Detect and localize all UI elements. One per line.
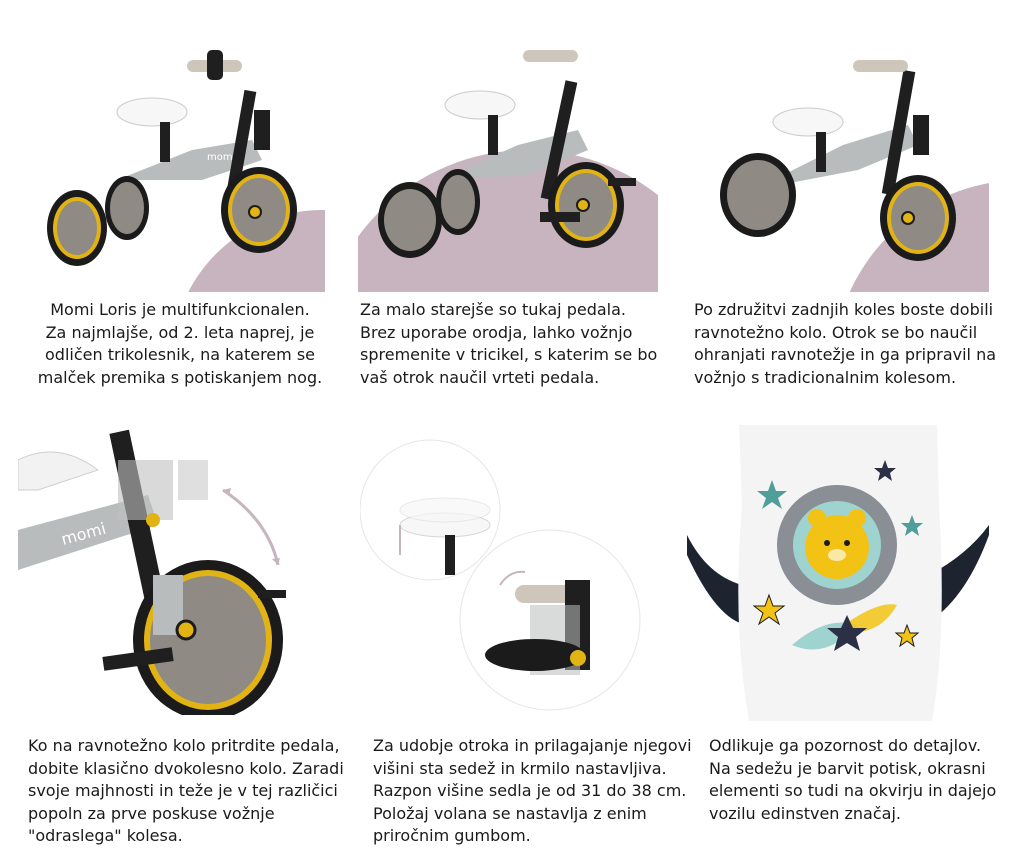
caption-pedal-tricycle: Za malo starejše so tukaj pedala. Brez u… — [360, 299, 660, 389]
caption-line: Momi Loris je multifunkcionalen. — [50, 300, 310, 319]
photo-balance-bike — [693, 30, 989, 292]
pedal-tricycle-icon — [358, 30, 658, 292]
caption-pedal-closeup: Ko na ravnotežno kolo pritrdite pedala, … — [28, 735, 348, 848]
caption-line: vozilu edinstven značaj. — [709, 803, 901, 823]
caption-line: "odraslega" kolesa. — [28, 826, 183, 845]
caption-seat-print: Odlikuje ga pozornost do detajlov. Na se… — [709, 735, 999, 825]
caption-line: Položaj volana se nastavlja z enim — [373, 803, 647, 823]
caption-line: Ko na ravnotežno kolo pritrdite pedala, — [28, 736, 340, 755]
brand-mark: momi — [207, 152, 235, 163]
photo-pedal-tricycle — [358, 30, 658, 292]
caption-line: Odlikuje ga pozornost do detajlov. — [709, 736, 982, 755]
tricycle-icon: momi — [22, 30, 325, 292]
caption-line: svoje majhnosti in teže je v tej različi… — [28, 781, 338, 800]
balance-bike-icon — [693, 30, 989, 292]
caption-line: višini sta sedež in krmilo nastavljiva. — [373, 758, 667, 778]
caption-tricycle: Momi Loris je multifunkcionalen. Za najm… — [30, 299, 330, 389]
caption-adjustable-seat: Za udobje otroka in prilagajanje njegovi… — [373, 735, 693, 848]
caption-balance-bike: Po združitvi zadnjih koles boste dobili … — [694, 299, 1004, 389]
caption-line: Za najmlajše, od 2. leta naprej, je — [45, 322, 315, 342]
caption-line: Za malo starejše so tukaj pedala. — [360, 300, 626, 319]
caption-line: vožnjo s tradicionalnim kolesom. — [694, 367, 957, 387]
photo-pedal-closeup: momi — [18, 420, 330, 715]
caption-line: vaš otrok naučil vrteti pedala. — [360, 367, 600, 387]
seat-print-icon — [687, 425, 989, 721]
caption-line: Za udobje otroka in prilagajanje njegovi — [373, 736, 692, 755]
caption-line: dobite klasično dvokolesno kolo. Zaradi — [28, 758, 344, 778]
caption-line: ravnotežno kolo. Otrok se bo naučil — [694, 322, 978, 342]
photo-adjustable-seat — [360, 430, 645, 715]
caption-line: ohranjati ravnotežje in ga pripravil na — [694, 345, 997, 364]
caption-line: popoln za prve poskuse vožnje — [28, 803, 275, 823]
caption-line: malček premika s potiskanjem nog. — [37, 367, 323, 387]
photo-seat-print — [687, 425, 989, 721]
caption-line: odličen trikolesnik, na katerem se — [45, 345, 315, 364]
caption-line: spremenite v tricikel, s katerim se bo — [360, 345, 658, 364]
caption-line: Brez uporabe orodja, lahko vožnjo — [360, 322, 633, 342]
pedal-closeup-icon: momi — [18, 420, 330, 715]
caption-line: Po združitvi zadnjih koles boste dobili — [694, 300, 994, 319]
adjustable-seat-icon — [360, 430, 645, 715]
caption-line: Na sedežu je barvit potisk, okrasni — [709, 758, 986, 778]
caption-line: priročnim gumbom. — [373, 826, 531, 845]
photo-tricycle: momi — [22, 30, 325, 292]
caption-line: Razpon višine sedla je od 31 do 38 cm. — [373, 781, 687, 800]
caption-line: elementi so tudi na okvirju in dajejo — [709, 781, 997, 800]
